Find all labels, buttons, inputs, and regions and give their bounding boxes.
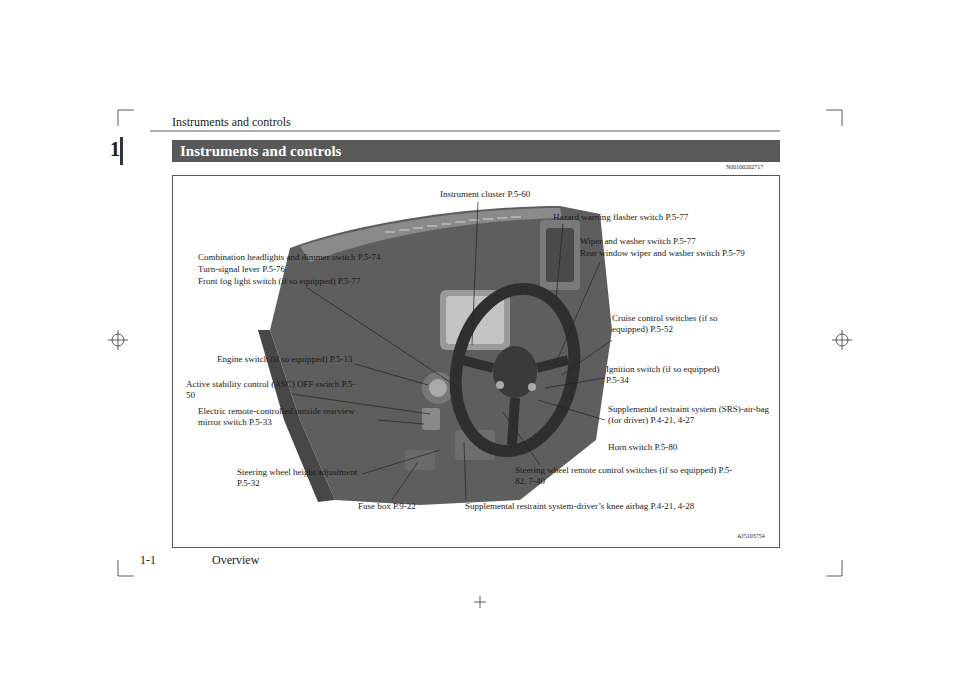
- callout-label: Active stability control (ASC) OFF switc…: [186, 379, 358, 401]
- callout-label: Turn-signal lever P.5-76: [198, 264, 285, 275]
- section-heading: Instruments and controls: [180, 142, 341, 160]
- crop-marks: [108, 110, 852, 608]
- page-number: 1-1: [140, 553, 156, 567]
- callout-label: Cruise control switches (if so equipped)…: [612, 313, 724, 335]
- callout-label: Supplemental restraint system-driver’s k…: [465, 501, 694, 512]
- callout-label: Steering wheel remote control switches (…: [515, 465, 735, 487]
- chapter-number: 1: [110, 137, 120, 161]
- callout-label: Wiper and washer switch P.5-77: [580, 236, 696, 247]
- callout-label: Horn switch P.5-80: [608, 442, 677, 453]
- callout-label: Rear window wiper and washer switch P.5-…: [580, 248, 745, 259]
- leader-lines: [292, 202, 612, 500]
- reference-code: N00100202717: [726, 164, 763, 171]
- callout-label: Instrument cluster P.5-60: [440, 189, 530, 200]
- callout-label: Fuse box P.9-22: [358, 501, 416, 512]
- running-header: Instruments and controls: [172, 115, 291, 129]
- callout-label: Steering wheel height adjustment P.5-32: [237, 467, 367, 489]
- figure-code: AJ5103754: [737, 533, 765, 540]
- callout-label: Engine switch (if so equipped) P.5-13: [217, 354, 352, 365]
- footer-section: Overview: [212, 553, 259, 567]
- illustration-frame: [173, 176, 780, 548]
- callout-label: Electric remote-controlled outside rearv…: [198, 406, 376, 428]
- callout-label: Supplemental restraint system (SRS)-air-…: [608, 404, 776, 426]
- callout-label: Front fog light switch (if so equipped) …: [198, 276, 361, 287]
- callout-label: Hazard warning flasher switch P.5-77: [553, 212, 688, 223]
- callout-label: Combination headlights and dimmer switch…: [198, 252, 380, 263]
- header-rule: [150, 131, 780, 132]
- callout-label: Ignition switch (if so equipped) P.5-34: [606, 364, 734, 386]
- chapter-tab: [120, 137, 123, 165]
